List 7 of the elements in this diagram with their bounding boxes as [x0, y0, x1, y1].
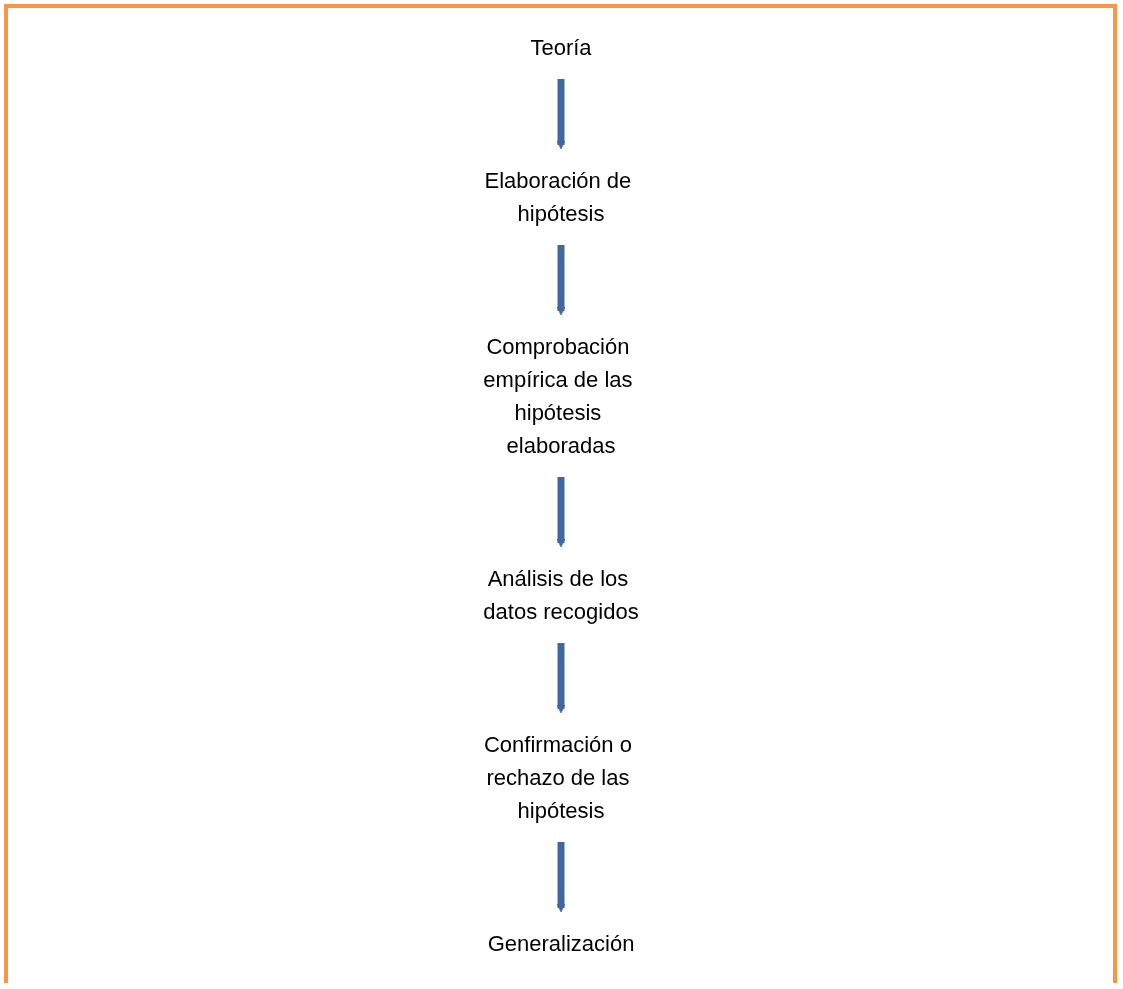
node-text: Teoría	[529, 35, 592, 60]
node-text: Generalización	[487, 931, 634, 956]
node-text: Elaboración de hipótesis	[484, 168, 631, 226]
node-text: Análisis de los datos recogidos	[482, 566, 639, 624]
frame-border: Teoría Elaboración de hipótesis Comprobación empírica de las hipótesis elaboradas Análisis de los datos recogidos Confirmación o rechazo de las hipótesis Generalización	[4, 4, 1117, 983]
node-text: Confirmación o rechazo de las hipótesis	[483, 732, 632, 823]
node-text: Comprobación empírica de las hipótesis elaboradas	[482, 334, 633, 458]
